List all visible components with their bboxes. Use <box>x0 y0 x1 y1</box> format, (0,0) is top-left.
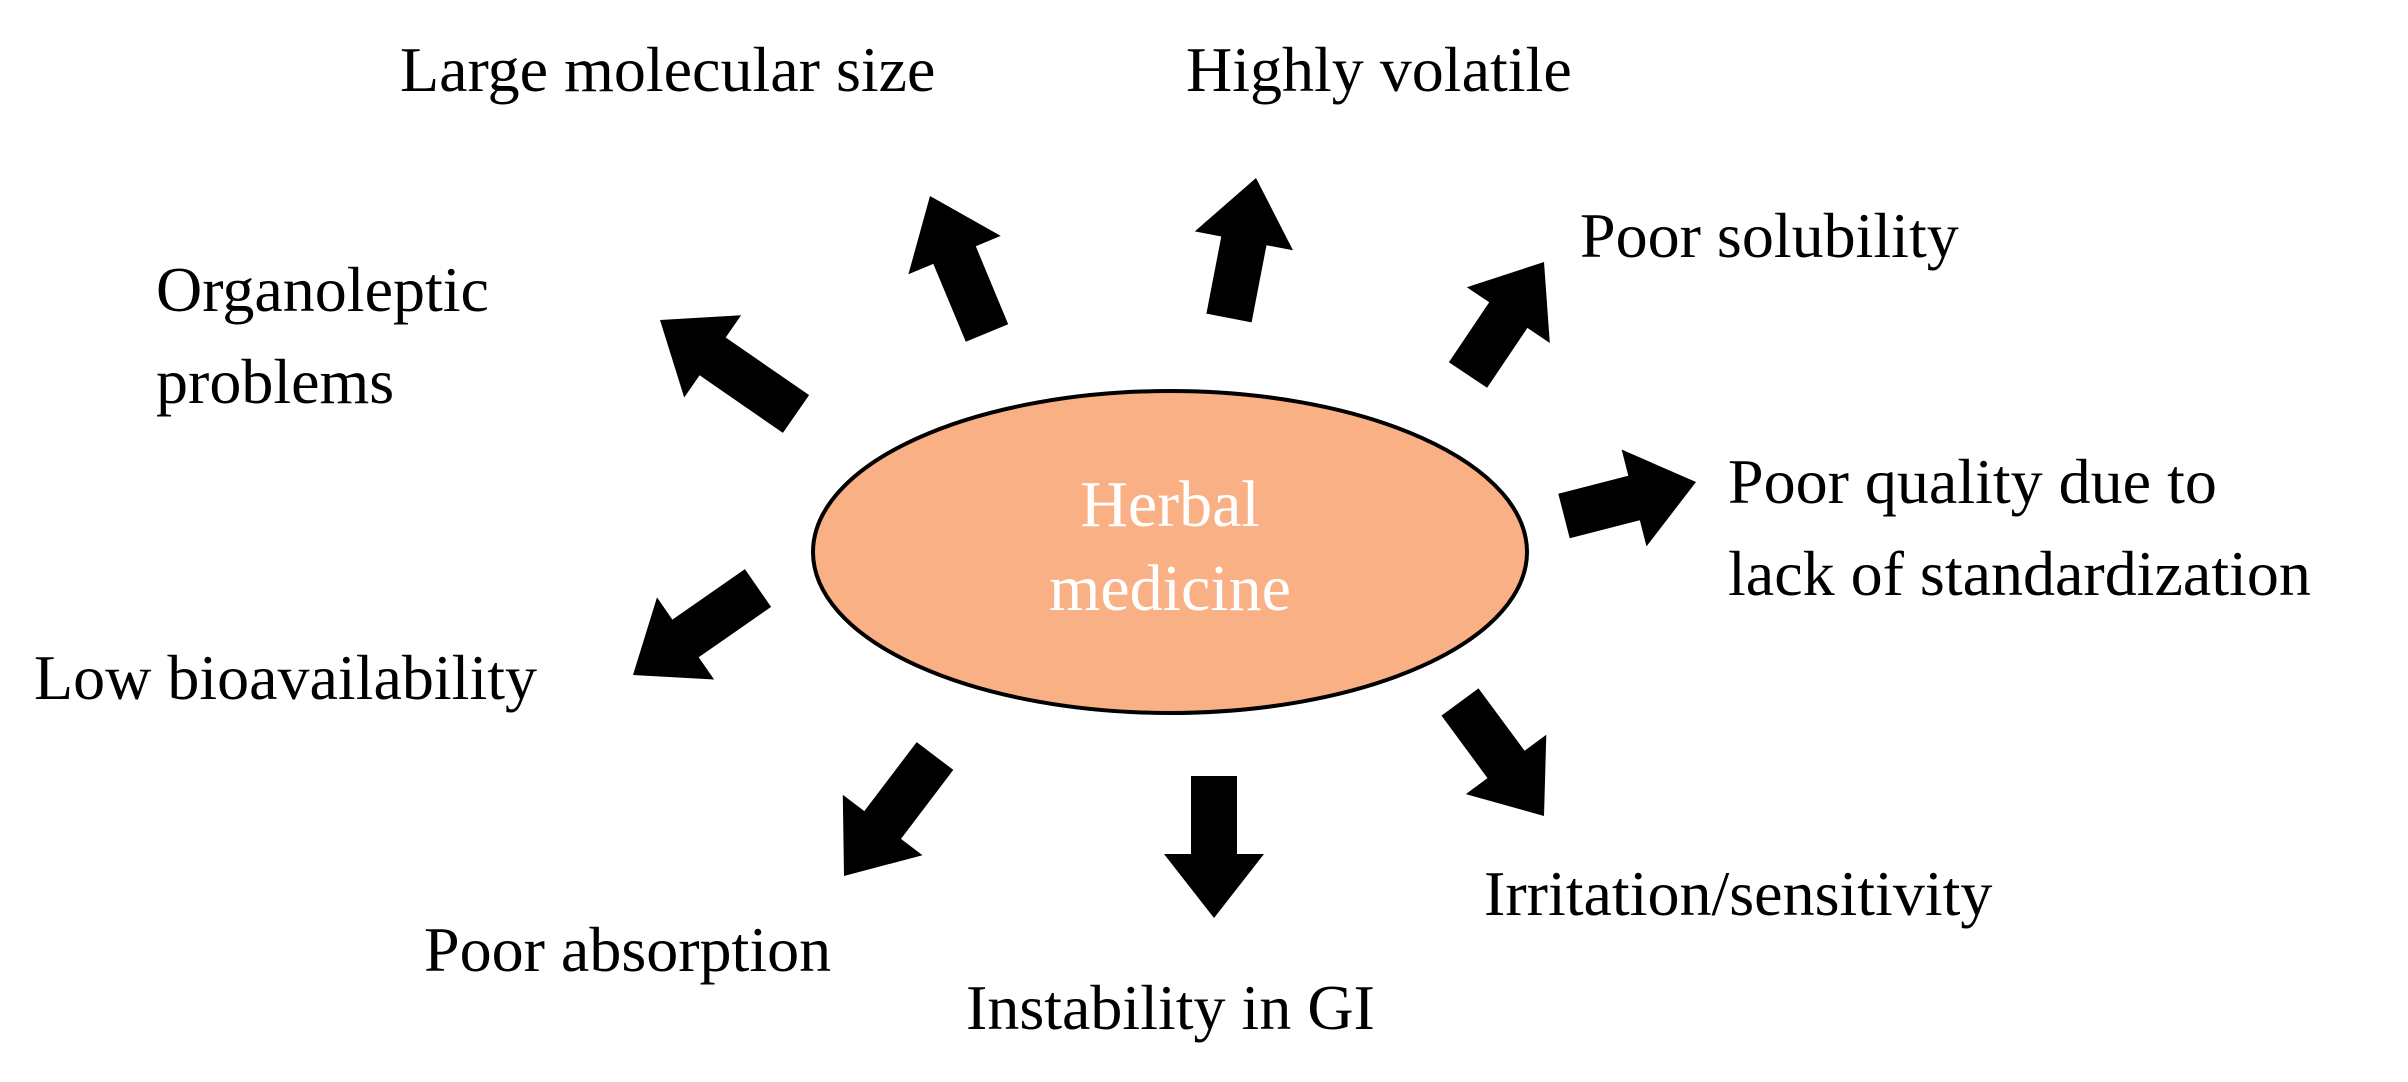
label-line: Irritation/sensitivity <box>1484 858 1993 929</box>
label-low-bioavailability: Low bioavailability <box>34 646 537 710</box>
label-line: Poor solubility <box>1580 200 1959 271</box>
label-poor-quality: Poor quality due to lack of standardizat… <box>1728 450 2311 606</box>
arrow-low-bioavailability <box>633 569 772 680</box>
herbal-medicine-ellipse <box>811 389 1529 715</box>
label-poor-solubility: Poor solubility <box>1580 204 1959 268</box>
label-line: Large molecular size <box>400 34 936 105</box>
label-line: lack of standardization <box>1728 538 2311 609</box>
label-line: Poor quality due to <box>1728 446 2217 517</box>
label-line: Highly volatile <box>1186 34 1572 105</box>
label-organoleptic-problems: Organoleptic problems <box>156 258 489 414</box>
arrow-poor-quality <box>1558 449 1696 547</box>
arrows-group <box>633 178 1696 918</box>
label-instability-gi: Instability in GI <box>966 976 1375 1040</box>
arrow-organoleptic-problems <box>660 315 810 433</box>
arrow-large-molecular-size <box>908 196 1009 342</box>
arrow-poor-solubility <box>1448 262 1550 388</box>
center-label-line: Herbal <box>1080 468 1260 541</box>
label-line: Low bioavailability <box>34 642 537 713</box>
label-poor-absorption: Poor absorption <box>424 918 831 982</box>
arrow-highly-volatile <box>1194 178 1293 323</box>
label-large-molecular-size: Large molecular size <box>400 38 935 102</box>
center-label: Herbal medicine <box>1049 472 1291 622</box>
label-line: problems <box>156 346 395 417</box>
label-line: Instability in GI <box>966 972 1375 1043</box>
arrow-instability-gi <box>1164 776 1264 918</box>
label-irritation-sensitivity: Irritation/sensitivity <box>1484 862 1992 926</box>
label-line: Organoleptic <box>156 254 489 325</box>
arrow-poor-absorption <box>842 742 954 876</box>
center-label-line: medicine <box>1049 552 1291 625</box>
label-highly-volatile: Highly volatile <box>1186 38 1572 102</box>
label-line: Poor absorption <box>424 914 832 985</box>
arrow-irritation-sensitivity <box>1441 688 1547 816</box>
